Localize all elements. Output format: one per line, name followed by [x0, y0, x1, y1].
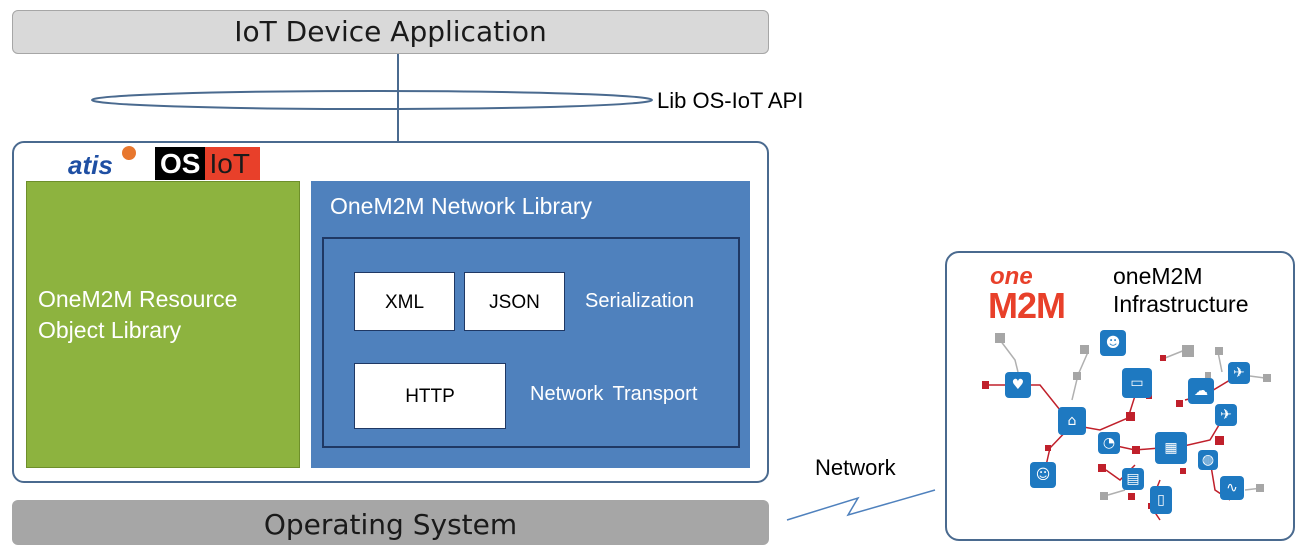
- network-label: Network: [815, 455, 896, 480]
- infrastructure-title: oneM2M Infrastructure: [1113, 262, 1249, 318]
- pulse-icon: ∿: [1220, 476, 1244, 500]
- onem2m-logo-m2m: M2M: [988, 285, 1066, 326]
- resource-library-box: [26, 181, 300, 468]
- osiot-logo: OS IoT: [155, 147, 260, 180]
- network-lightning: [786, 489, 936, 521]
- infrastructure-title-line2: Infrastructure: [1113, 291, 1249, 317]
- rss-icon: ◔: [1098, 432, 1120, 454]
- osiot-logo-iot: IoT: [205, 147, 260, 180]
- atis-logo: atis: [68, 150, 113, 180]
- onem2m-logo-one: one: [990, 263, 1033, 290]
- globe-icon: ◍: [1198, 450, 1218, 470]
- plane-icon-2: ✈: [1215, 404, 1237, 426]
- heart-icon: ♥: [1005, 372, 1031, 398]
- operating-system-bar: Operating System: [12, 500, 769, 545]
- json-box: JSON: [464, 272, 565, 331]
- monitor-icon: ▭: [1122, 368, 1152, 398]
- cloud-icon: ☁: [1188, 378, 1214, 404]
- network-transport-label: Network Transport: [530, 383, 698, 405]
- network-library-inner-frame: [322, 237, 740, 448]
- resource-library-line1: OneM2M Resource: [38, 286, 238, 312]
- people-icon: ☻: [1100, 330, 1126, 356]
- osiot-logo-os: OS: [155, 147, 206, 180]
- infrastructure-title-line1: oneM2M: [1113, 263, 1203, 289]
- network-library-title: OneM2M Network Library: [330, 193, 593, 219]
- resource-library-label: OneM2M Resource Object Library: [38, 284, 288, 346]
- plane-icon: ✈: [1228, 362, 1250, 384]
- api-label: Lib OS-IoT API: [657, 88, 804, 113]
- phone-icon: ▯: [1150, 486, 1172, 514]
- person-icon: ☺: [1030, 462, 1056, 488]
- factory-icon: ▦: [1155, 432, 1187, 464]
- iot-device-application-bar: IoT Device Application: [12, 10, 769, 54]
- xml-box: XML: [354, 272, 455, 331]
- http-box: HTTP: [354, 363, 506, 429]
- network-gray-nodes: [995, 333, 1271, 500]
- resource-library-line2: Object Library: [38, 317, 182, 343]
- home-icon: ⌂: [1058, 407, 1086, 435]
- atis-logo-mark: [122, 146, 136, 160]
- serialization-label: Serialization: [585, 290, 694, 312]
- basket-icon: ▤: [1122, 468, 1144, 490]
- api-ellipse: [91, 90, 653, 110]
